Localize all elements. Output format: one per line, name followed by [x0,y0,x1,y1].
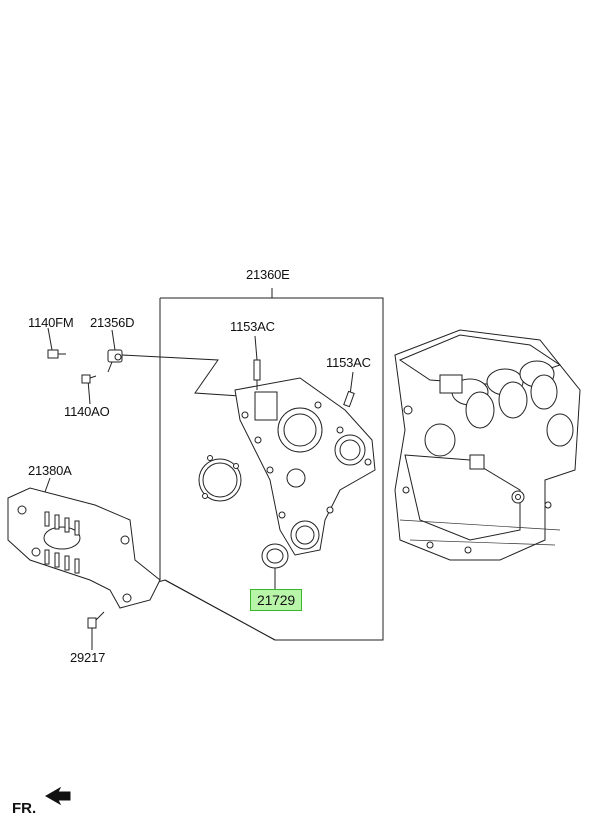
front-arrow-icon [44,786,71,806]
bolt-1140ao [81,374,97,384]
label-21380a[interactable]: 21380A [28,463,72,478]
sensor-illustration [107,349,123,373]
timing-cover-illustration [198,377,376,556]
engine-block-illustration [394,329,581,561]
bracket-illustration [7,487,161,609]
label-1140fm[interactable]: 1140FM [28,315,74,330]
label-1153ac-left[interactable]: 1153AC [230,319,275,334]
label-21729-highlighted[interactable]: 21729 [250,589,302,611]
label-21360e[interactable]: 21360E [246,267,290,282]
bolt-1153ac-left [253,359,261,390]
bolt-1140fm [47,349,66,359]
bolt-29217 [87,611,105,629]
front-marker: FR. [12,800,37,817]
group-box [159,288,384,641]
label-1153ac-right[interactable]: 1153AC [326,355,371,370]
label-29217[interactable]: 29217 [70,650,106,665]
label-1140ao[interactable]: 1140AO [64,404,110,419]
label-21356d[interactable]: 21356D [90,315,135,330]
bolt-1153ac-right [343,390,355,408]
oil-seal-illustration [261,543,289,569]
